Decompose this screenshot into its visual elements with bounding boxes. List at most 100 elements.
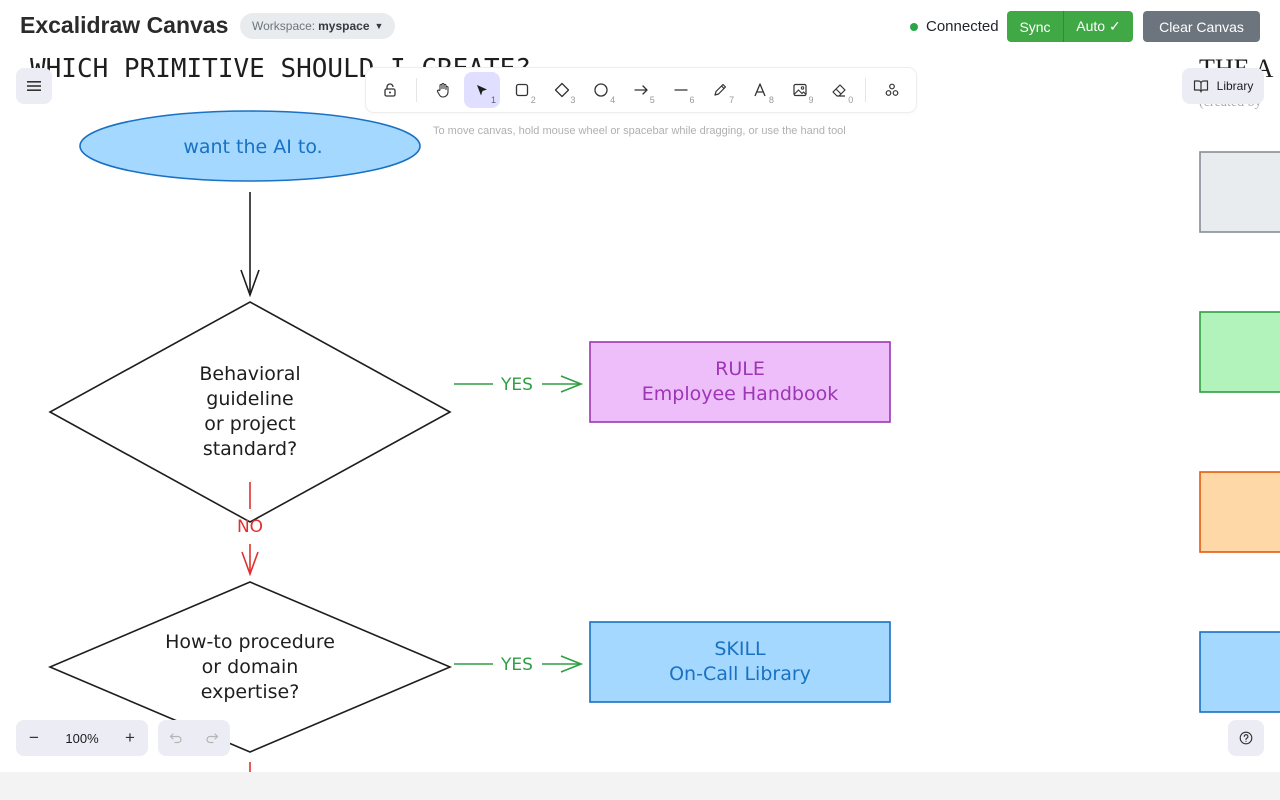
app-header: Excalidraw Canvas Workspace: myspace ▼ C… bbox=[0, 0, 1280, 52]
caret-down-icon: ▼ bbox=[374, 21, 384, 31]
tool-hand[interactable] bbox=[425, 72, 461, 108]
decision2-line2: or domain bbox=[202, 656, 299, 678]
skill-box[interactable] bbox=[589, 621, 891, 703]
right-orange-box[interactable] bbox=[1199, 471, 1280, 553]
zoom-out-button[interactable]: − bbox=[29, 728, 39, 747]
connection-status: Connected bbox=[910, 18, 999, 35]
tool-text[interactable]: 8 bbox=[742, 72, 778, 108]
library-label: Library bbox=[1216, 79, 1254, 93]
rectangle-icon bbox=[515, 83, 529, 97]
yes-label2: YES bbox=[500, 655, 533, 675]
diamond-icon bbox=[554, 82, 569, 98]
zoom-in-button[interactable]: + bbox=[125, 728, 135, 747]
workspace-label: Workspace: bbox=[252, 19, 316, 33]
tool-rectangle[interactable]: 2 bbox=[504, 72, 540, 108]
tool-diamond[interactable]: 3 bbox=[544, 72, 580, 108]
tool-eraser[interactable]: 0 bbox=[822, 72, 858, 108]
tool-lock[interactable] bbox=[372, 72, 408, 108]
arrowhead-no bbox=[241, 551, 259, 577]
right-gray-box[interactable] bbox=[1199, 151, 1280, 233]
canvas-hint: To move canvas, hold mouse wheel or spac… bbox=[433, 125, 846, 137]
tool-arrow[interactable]: 5 bbox=[623, 72, 659, 108]
workspace-name: myspace bbox=[318, 19, 370, 33]
line-icon bbox=[673, 89, 688, 91]
main-menu-button[interactable] bbox=[16, 68, 52, 104]
toolbar-divider bbox=[415, 78, 417, 102]
shortcut-number: 3 bbox=[570, 95, 576, 105]
redo-button[interactable] bbox=[194, 720, 230, 756]
hamburger-icon bbox=[27, 81, 41, 91]
skill-box-title: SKILL bbox=[714, 638, 766, 660]
auto-sync-toggle[interactable]: Auto ✓ bbox=[1064, 11, 1133, 42]
question-circle-icon bbox=[1239, 731, 1253, 745]
circle-icon bbox=[594, 83, 608, 97]
undo-redo-controls bbox=[158, 720, 230, 756]
right-blue-box[interactable] bbox=[1199, 631, 1280, 713]
right-green-box[interactable] bbox=[1199, 311, 1280, 393]
text-icon bbox=[754, 83, 766, 97]
rule-box-title: RULE bbox=[715, 358, 765, 380]
zoom-level[interactable]: 100% bbox=[65, 730, 99, 746]
undo-button[interactable] bbox=[158, 720, 194, 756]
arrowhead-start bbox=[240, 269, 260, 298]
shortcut-number: 6 bbox=[689, 95, 695, 105]
shortcut-number: 7 bbox=[729, 95, 735, 105]
status-dot-icon bbox=[910, 22, 918, 31]
tool-ellipse[interactable]: 4 bbox=[583, 72, 619, 108]
decision1-line3: or project bbox=[204, 413, 295, 435]
image-icon bbox=[793, 83, 807, 97]
shapes-icon bbox=[885, 83, 899, 96]
arrow-right-icon bbox=[634, 85, 648, 95]
zoom-controls: − 100% + bbox=[16, 720, 148, 756]
shortcut-number: 8 bbox=[768, 95, 774, 105]
undo-icon bbox=[169, 733, 182, 744]
start-ellipse[interactable] bbox=[79, 110, 421, 182]
drawing-canvas[interactable]: WHICH PRIMITIVE SHOULD I CREATE? THE A (… bbox=[0, 0, 1280, 772]
clear-canvas-button[interactable]: Clear Canvas bbox=[1143, 11, 1260, 42]
pointer-icon bbox=[477, 85, 488, 96]
sync-button[interactable]: Sync bbox=[1007, 11, 1064, 42]
rule-box-subtitle: Employee Handbook bbox=[642, 383, 839, 405]
decision2-line1: How-to procedure bbox=[165, 631, 335, 653]
shortcut-number: 2 bbox=[530, 95, 536, 105]
shapes-toolbar: 1 2 3 4 5 bbox=[366, 68, 916, 112]
library-button[interactable]: Library bbox=[1182, 68, 1264, 104]
tool-image[interactable]: 9 bbox=[782, 72, 818, 108]
redo-icon bbox=[206, 733, 219, 744]
decision1-diamond[interactable] bbox=[48, 301, 452, 523]
tool-more-shapes[interactable] bbox=[874, 72, 910, 108]
shortcut-number: 0 bbox=[848, 95, 854, 105]
app-title: Excalidraw Canvas bbox=[20, 12, 229, 38]
tool-line[interactable]: 6 bbox=[663, 72, 699, 108]
arrowhead-yes1 bbox=[560, 375, 584, 393]
tool-draw[interactable]: 7 bbox=[702, 72, 738, 108]
canvas-svg: WHICH PRIMITIVE SHOULD I CREATE? THE A (… bbox=[30, 54, 1280, 772]
no-label: NO bbox=[237, 517, 263, 537]
connection-status-text: Connected bbox=[926, 18, 999, 35]
decision2-line3: expertise? bbox=[201, 681, 300, 703]
sync-button-group: Sync Auto ✓ bbox=[1007, 11, 1133, 42]
workspace-selector[interactable]: Workspace: myspace ▼ bbox=[240, 13, 396, 39]
unlock-icon bbox=[384, 83, 396, 97]
decision1-line4: standard? bbox=[203, 438, 297, 460]
shortcut-number: 5 bbox=[649, 95, 655, 105]
shortcut-number: 4 bbox=[610, 95, 616, 105]
shortcut-number: 1 bbox=[491, 95, 497, 105]
decision1-line1: Behavioral bbox=[199, 363, 300, 385]
pencil-icon bbox=[714, 83, 727, 96]
eraser-icon bbox=[832, 84, 846, 97]
help-button[interactable] bbox=[1228, 720, 1264, 756]
arrowhead-yes2 bbox=[560, 655, 584, 673]
decision1-line2: guideline bbox=[206, 388, 293, 410]
decision2-diamond[interactable] bbox=[47, 581, 453, 753]
tool-selection[interactable]: 1 bbox=[464, 72, 501, 108]
book-open-icon bbox=[1193, 80, 1208, 93]
yes-label1: YES bbox=[500, 375, 533, 395]
hand-icon bbox=[436, 82, 449, 98]
rule-box[interactable] bbox=[589, 341, 891, 423]
shortcut-number: 9 bbox=[808, 95, 814, 105]
toolbar-divider bbox=[865, 78, 867, 102]
ellipse-text: want the AI to. bbox=[183, 136, 322, 158]
skill-box-subtitle: On-Call Library bbox=[669, 663, 811, 685]
